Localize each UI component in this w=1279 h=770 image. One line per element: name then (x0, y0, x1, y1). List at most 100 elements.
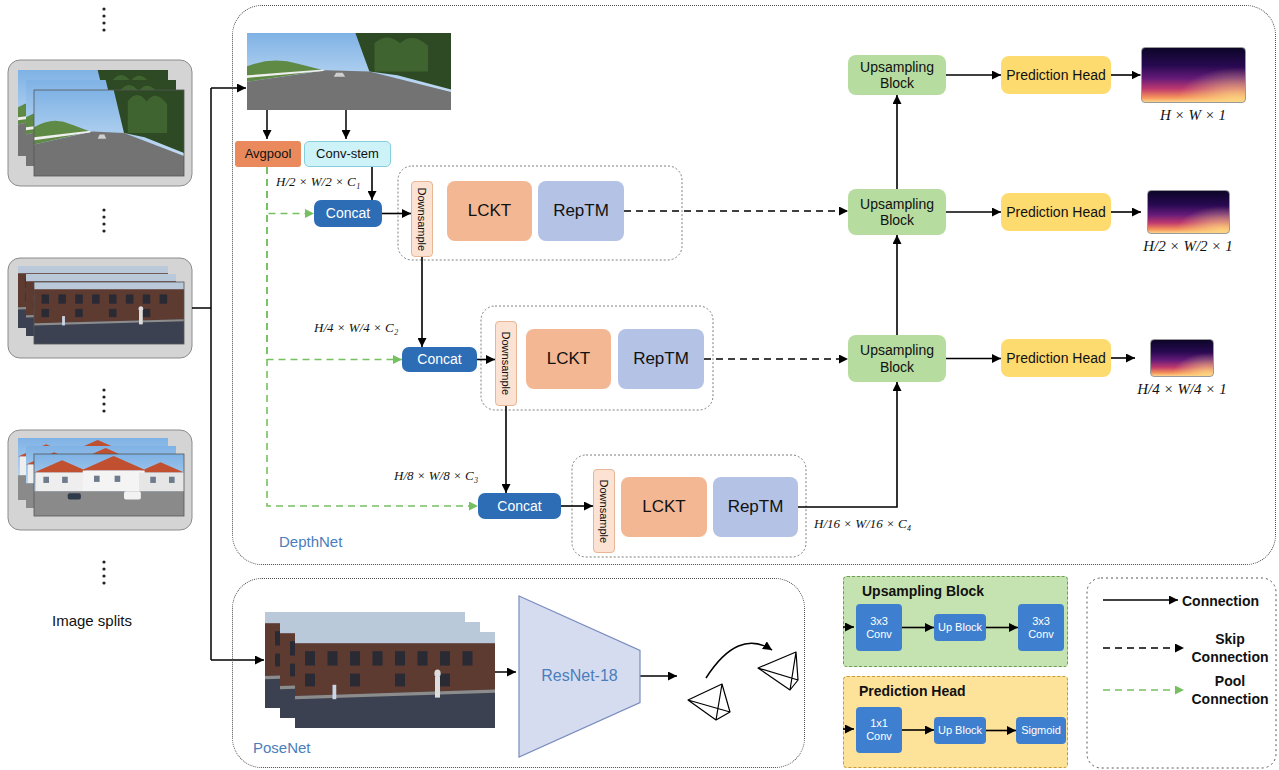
connector (477, 359, 495, 361)
node-label: 1x1 Conv (859, 717, 899, 742)
photo-border (34, 90, 184, 176)
up-box: Up Block (934, 717, 986, 744)
node-label: Up Block (938, 621, 982, 634)
node-label: LCKT (642, 497, 685, 517)
photo-border (34, 282, 184, 344)
dimension-label: H/2 × W/2 × C₁ (276, 174, 360, 189)
camera-symbol (688, 684, 730, 720)
dimension-label: H/16 × W/16 × C₄ (814, 516, 911, 531)
prediction-box: Prediction Head (1001, 193, 1111, 231)
legend-entry: Skip Connection (1188, 630, 1272, 666)
dimension-label: H/2 × W/2 × 1 (1143, 238, 1232, 255)
connector (1111, 211, 1141, 213)
node-label: Concat (497, 498, 541, 514)
node-label: Downsample (598, 479, 611, 543)
network-region: DepthNetAvgpoolConv-stemConcatDownsample… (232, 5, 1276, 565)
reptm-box: RepTM (538, 181, 624, 241)
pose-photo (295, 632, 495, 728)
downsample-box: Downsample (411, 181, 433, 257)
input-arrow (266, 110, 268, 139)
node-label: ResNet-18 (541, 667, 617, 685)
depth-output: H/4 × W/4 × 1 (1135, 339, 1229, 398)
legend-sample (1103, 599, 1178, 601)
node-label: Prediction Head (1006, 350, 1106, 366)
connector (505, 406, 507, 493)
legend-panel: Prediction Head 1x1 Conv Up Block Sigmoid (843, 676, 1068, 768)
connector (902, 627, 934, 629)
connector (986, 730, 1016, 732)
legend-entry: Connection (1182, 592, 1259, 610)
node-label: RepTM (553, 201, 609, 221)
node-label: 3x3 Conv (1021, 615, 1061, 640)
connector (1111, 74, 1141, 76)
node-label: Upsampling Block (851, 59, 943, 91)
label-box: Image splits (52, 612, 132, 630)
stack-frame (8, 60, 192, 186)
stack-frame (8, 258, 192, 358)
label-box: H/2 × W/2 × C₁ (274, 172, 362, 190)
dimension-label: H/4 × W/4 × C₂ (314, 320, 398, 335)
node-label: LCKT (547, 349, 590, 369)
dimension-label: H × W × 1 (1160, 107, 1226, 124)
depth-map (1141, 47, 1246, 103)
connector (896, 235, 898, 335)
node-label: Sigmoid (1021, 724, 1061, 737)
input-arrow (345, 110, 347, 139)
camera-symbol (758, 652, 798, 690)
downsample-box: Downsample (495, 321, 517, 406)
node-label: Up Block (938, 724, 982, 737)
connector (946, 74, 1001, 76)
entry-arrow (843, 728, 854, 730)
conv-box: 3x3 Conv (856, 604, 902, 651)
connector (382, 213, 411, 215)
photo-border (34, 454, 184, 516)
depth-output: H/2 × W/2 × 1 (1141, 190, 1235, 255)
connector (798, 382, 897, 507)
conv-box: 1x1 Conv (856, 707, 902, 753)
pool-box: Avgpool (235, 141, 301, 167)
backbone-trapezoid: ResNet-18 (518, 595, 641, 758)
node-label: Concat (326, 205, 370, 221)
connector (421, 257, 423, 347)
connector (896, 95, 898, 189)
node-label: Upsampling Block (851, 196, 943, 228)
prediction-box: Prediction Head (1001, 56, 1111, 94)
region-title: Prediction Head (859, 683, 966, 699)
reptm-box: RepTM (713, 477, 798, 537)
downsample-box: Downsample (593, 469, 615, 553)
concat-box: Concat (478, 493, 561, 519)
region-heading: Prediction Head (859, 682, 966, 700)
depth-map (1150, 339, 1214, 377)
legend-entry: Pool Connection (1188, 672, 1272, 708)
depth-output: H × W × 1 (1141, 47, 1246, 124)
concat-box: Concat (402, 347, 477, 372)
pose-arrow (495, 671, 516, 673)
legend-sample (1103, 689, 1184, 691)
pose-arrow (640, 675, 677, 677)
region-heading: PoseNet (253, 739, 311, 757)
skip-connector (624, 210, 848, 212)
stage-frame (481, 306, 713, 410)
connector (902, 729, 934, 731)
node-label: Prediction Head (1006, 204, 1106, 220)
region-heading: Upsampling Block (862, 582, 984, 600)
stage-frame (398, 166, 682, 260)
image-stack (8, 60, 192, 186)
conv-box: 3x3 Conv (1018, 604, 1064, 651)
road-photo (34, 90, 184, 176)
dimension-label: H/4 × W/4 × 1 (1137, 381, 1226, 398)
node-label: Conv-stem (316, 147, 379, 162)
caption-label: Image splits (52, 612, 132, 629)
legend-panel: Upsampling Block 3x3 Conv Up Block 3x3 Conv (843, 576, 1068, 667)
image-stack (8, 430, 192, 530)
input-photo (247, 33, 451, 110)
legend-frame (1087, 578, 1276, 768)
region-title: PoseNet (253, 739, 311, 756)
sigmoid-box: Sigmoid (1016, 717, 1066, 744)
upsampling-box: Upsampling Block (848, 189, 946, 235)
prediction-box: Prediction Head (1001, 339, 1111, 377)
legend-sample (1103, 647, 1184, 649)
network-region: PoseNet ResNet-18 (232, 578, 805, 768)
region-title: DepthNet (279, 533, 342, 550)
